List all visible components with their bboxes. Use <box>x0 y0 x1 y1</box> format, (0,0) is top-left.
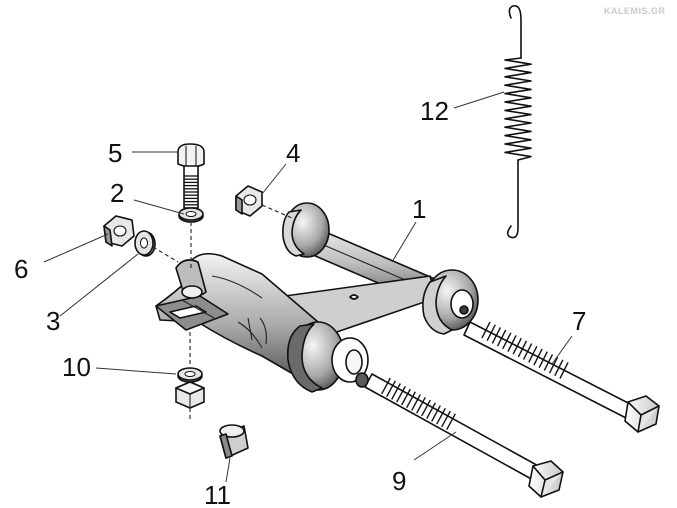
callout-9: 9 <box>392 466 406 496</box>
nut-part-4 <box>235 185 263 217</box>
thread-line <box>446 413 456 431</box>
thread-line <box>548 356 559 374</box>
callout-11: 11 <box>204 480 231 508</box>
thread-line <box>401 388 411 406</box>
thread-line <box>426 402 436 420</box>
washer-part-10 <box>177 367 203 383</box>
callout-12: 12 <box>420 96 449 126</box>
thread-line <box>559 362 569 379</box>
callout-4: 4 <box>286 138 300 168</box>
callout-labels: 5 2 3 4 6 1 7 12 10 9 11 <box>14 96 586 508</box>
thread-line <box>416 396 426 414</box>
thread-line <box>502 332 512 350</box>
thread-line <box>391 383 401 400</box>
spring-part-12 <box>504 4 532 239</box>
thread-line <box>522 343 533 360</box>
washer-part-3 <box>134 230 156 257</box>
thread-line <box>554 359 564 377</box>
thread-line <box>507 335 517 352</box>
thread-line <box>517 340 528 358</box>
callout-3: 3 <box>46 306 60 336</box>
callout-7: 5 <box>108 138 122 168</box>
thread-line <box>441 410 451 428</box>
thread-line <box>543 354 554 371</box>
watermark-text: KALEMIS.GR <box>604 6 666 16</box>
thread-line <box>528 345 538 363</box>
spacer-part-11 <box>219 424 249 459</box>
callout-6: 7 <box>572 306 586 336</box>
nut-under-part-10 <box>175 381 205 409</box>
thread-line <box>421 399 431 417</box>
thread-line <box>436 407 446 425</box>
thread-line <box>496 329 507 347</box>
thread-line <box>512 337 522 355</box>
swing-arm-part-1 <box>155 202 479 393</box>
callout-1: 1 <box>412 194 426 224</box>
thread-line <box>491 327 502 344</box>
long-bolt-part-6 <box>463 321 660 433</box>
leader-lines <box>43 91 573 483</box>
callout-10: 10 <box>62 352 91 382</box>
thread-line <box>406 391 416 409</box>
bolt-part-7 <box>177 143 205 209</box>
thread-line <box>386 380 396 398</box>
thread-line <box>381 377 391 395</box>
thread-line <box>431 405 441 422</box>
callout-5: 6 <box>14 254 28 284</box>
thread-line <box>486 324 496 342</box>
long-bolt-part-9 <box>364 373 564 498</box>
thread-line <box>396 385 406 403</box>
callout-2: 2 <box>110 178 124 208</box>
thread-line <box>533 348 543 366</box>
thread-line <box>538 351 548 369</box>
thread-line <box>481 321 491 339</box>
washer-part-2 <box>178 207 204 223</box>
thread-line <box>411 394 421 411</box>
nut-part-5 <box>103 215 135 247</box>
